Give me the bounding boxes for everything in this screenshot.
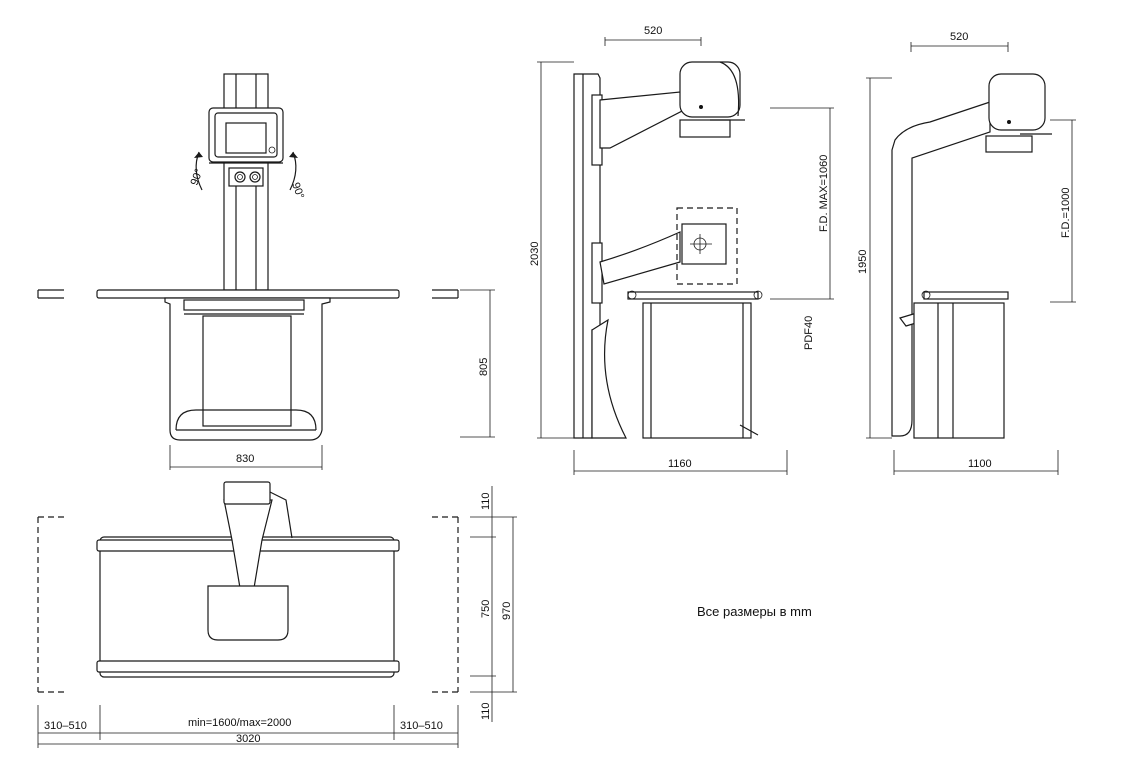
- side2-height-label: 1950: [857, 250, 869, 274]
- top-table-label: min=1600/max=2000: [188, 717, 291, 729]
- top-view: 110 750 970 110 310–510 min=1600/max=200…: [37, 481, 517, 748]
- top-left-ext-label: 310–510: [44, 720, 87, 732]
- top-970-label: 970: [501, 602, 513, 620]
- side2-fd-label: F.D.=1000: [1060, 188, 1072, 238]
- side1-pdf-label: PDF40: [803, 316, 815, 350]
- angle-left-label: 90°: [189, 167, 206, 187]
- side-view-1: 520 2030 F.D. MAX=1060 PDF40 1160: [529, 25, 834, 475]
- front-height-label: 805: [478, 358, 490, 376]
- side1-depth-label: 1160: [668, 458, 692, 470]
- angle-right-label: 90°: [289, 181, 306, 201]
- units-note: Все размеры в mm: [697, 604, 812, 619]
- side-view-2: 520 1950 F.D.=1000 1100: [857, 31, 1076, 475]
- side1-arm-label: 520: [644, 25, 662, 37]
- top-750-label: 750: [480, 600, 492, 618]
- side1-height-label: 2030: [529, 242, 541, 266]
- front-view: 90° 90° 805 830: [37, 73, 495, 470]
- top-110a-label: 110: [480, 492, 492, 510]
- front-width-label: 830: [236, 453, 254, 465]
- side2-depth-label: 1100: [968, 458, 992, 470]
- top-110b-label: 110: [480, 702, 492, 720]
- side1-fd-label: F.D. MAX=1060: [818, 155, 830, 232]
- top-right-ext-label: 310–510: [400, 720, 443, 732]
- top-total-label: 3020: [236, 733, 260, 745]
- side2-arm-label: 520: [950, 31, 968, 43]
